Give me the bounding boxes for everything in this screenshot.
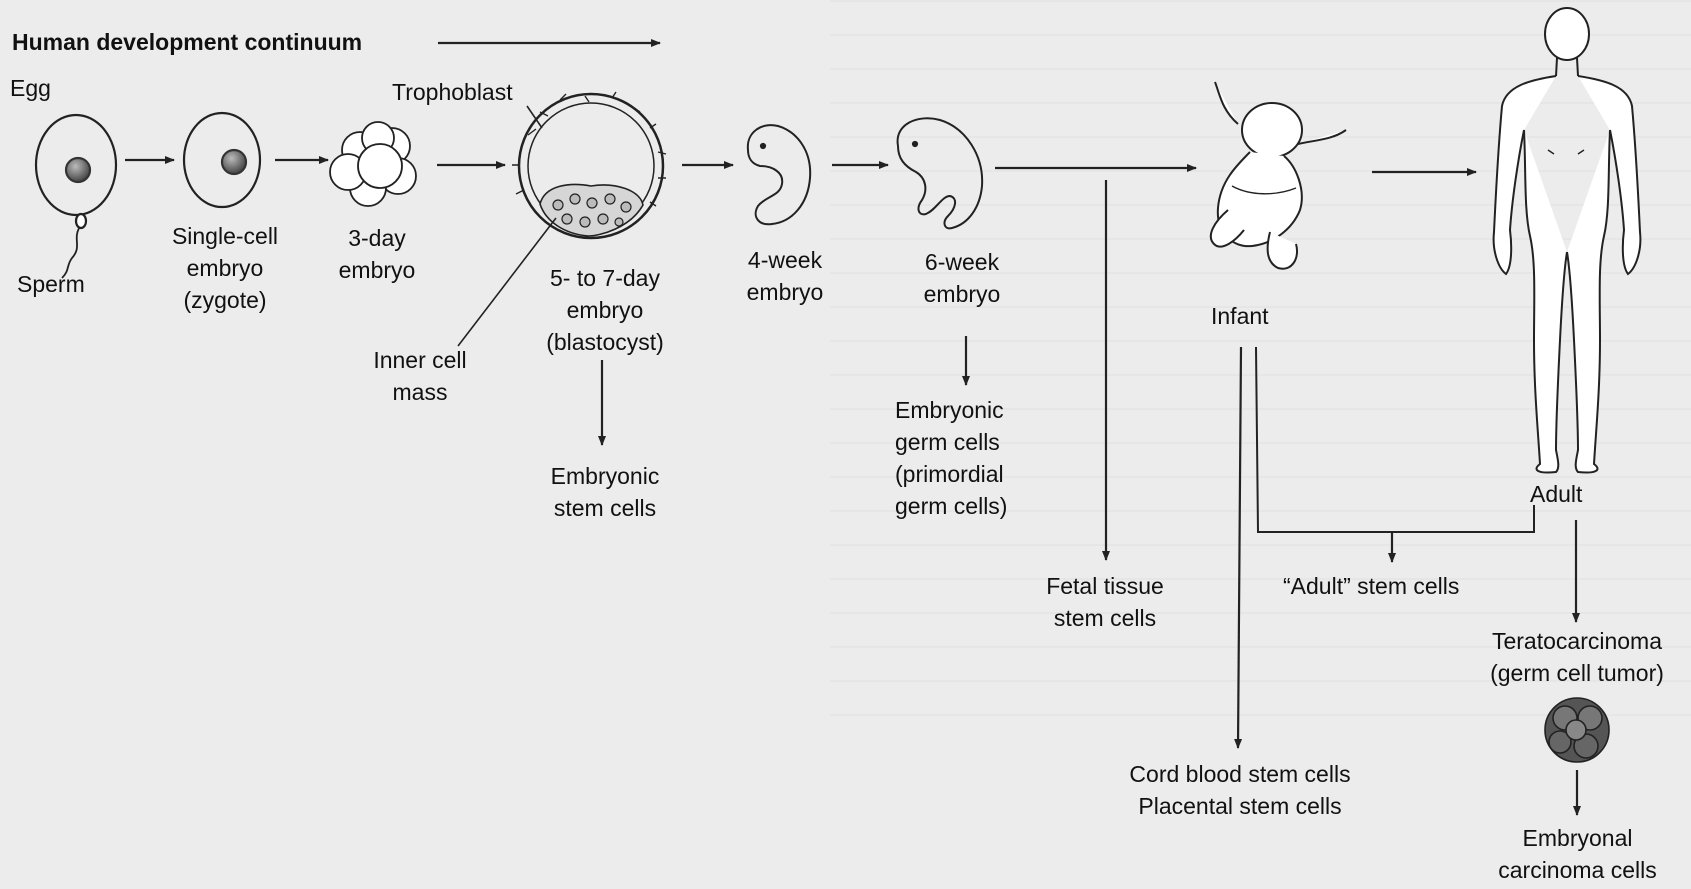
egg-cell [36,115,116,215]
four-week-embryo [748,125,810,224]
label-three-day: 3-day embryo [327,222,427,286]
label-adult: Adult [1530,478,1582,510]
label-trophoblast: Trophoblast [392,76,513,108]
label-sperm: Sperm [17,268,85,300]
label-infant: Infant [1211,300,1269,332]
label-blastocyst: 5- to 7-day embryo (blastocyst) [525,262,685,358]
three-day-embryo-cluster [330,122,416,206]
label-inner-cell-mass: Inner cell mass [360,344,480,408]
zygote-cell [184,113,260,207]
adult-figure [1494,8,1641,473]
label-six-week: 6-week embryo [902,246,1022,310]
diagram-title: Human development continuum [12,26,362,58]
teratocarcinoma-tumor [1545,698,1609,762]
label-embryonic-stem-cells: Embryonic stem cells [530,460,680,524]
label-embryonal-carcinoma-cells: Embryonal carcinoma cells [1475,822,1680,886]
label-teratocarcinoma: Teratocarcinoma (germ cell tumor) [1467,625,1687,689]
label-single-cell: Single-cell embryo (zygote) [155,220,295,316]
label-embryonic-germ-cells: Embryonic germ cells (primordial germ ce… [895,394,1007,522]
label-fetal-tissue-stem-cells: Fetal tissue stem cells [1020,570,1190,634]
label-adult-stem-cells: “Adult” stem cells [1283,570,1459,602]
arrow-cord [1238,347,1241,748]
label-cord-placental-stem-cells: Cord blood stem cells Placental stem cel… [1095,758,1385,822]
blastocyst [512,92,666,238]
six-week-embryo [898,118,983,228]
infant-figure [1211,82,1346,269]
arrow-adult-bracket [1256,347,1534,532]
label-four-week: 4-week embryo [725,244,845,308]
label-egg: Egg [10,72,51,104]
